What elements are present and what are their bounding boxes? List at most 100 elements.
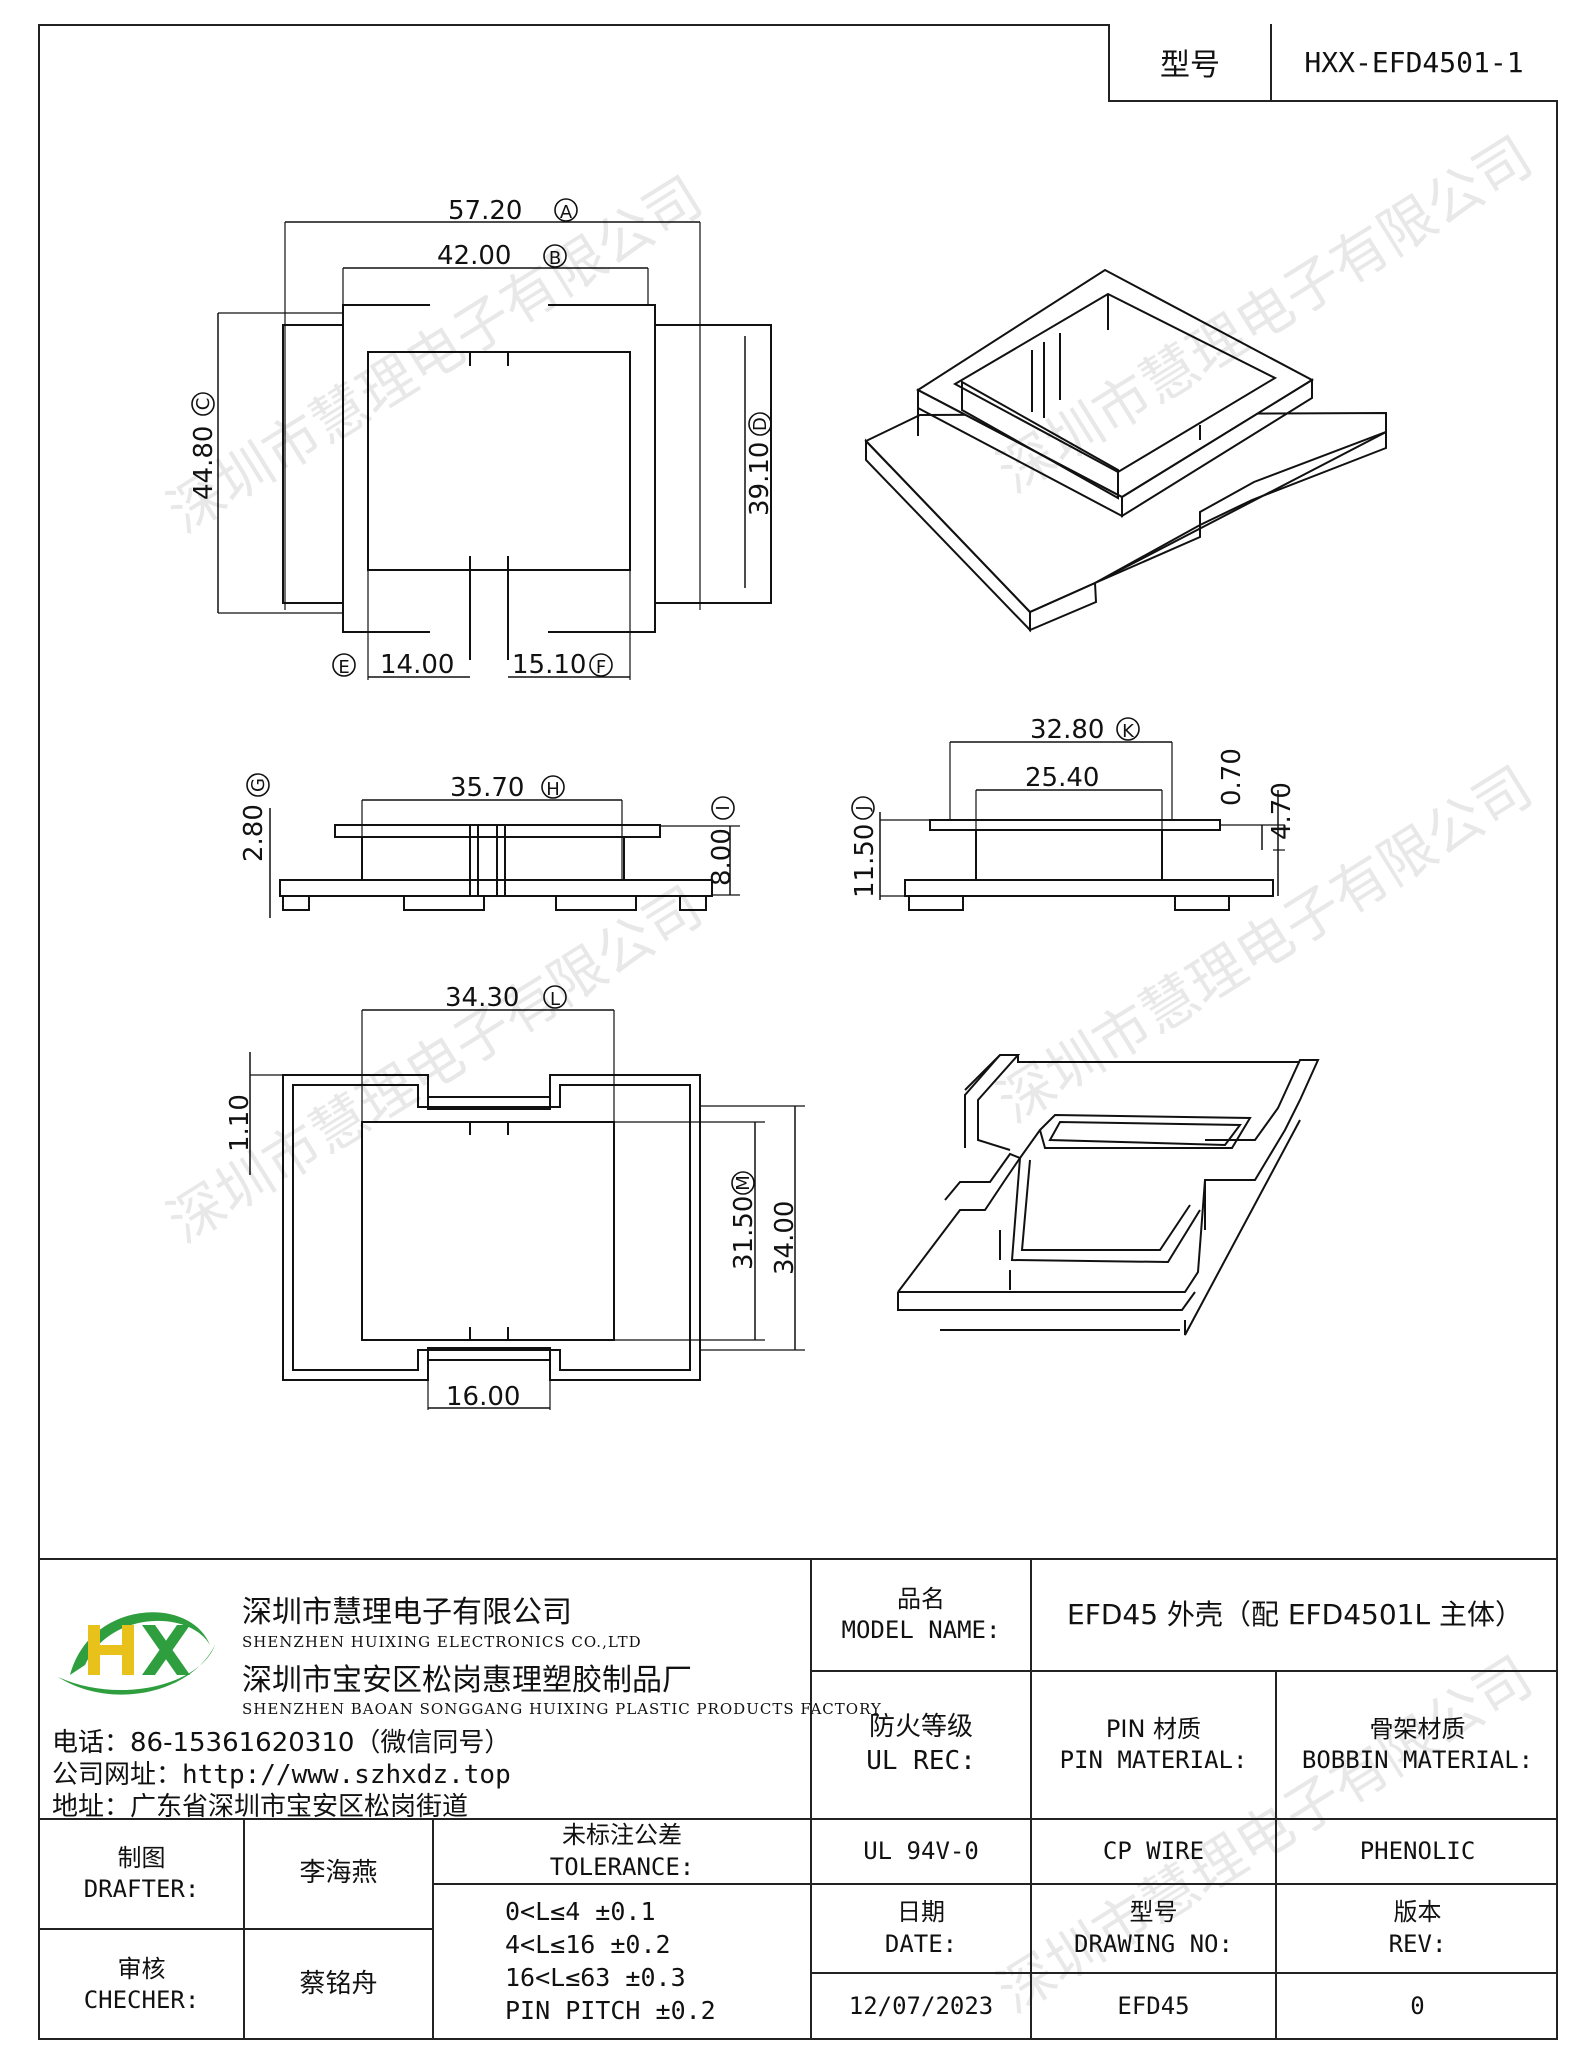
tolerance-label: 未标注公差 TOLERANCE: [434, 1820, 810, 1883]
company-website: 公司网址：http://www.szhxdz.top [52, 1760, 511, 1790]
company-name-cn: 深圳市慧理电子有限公司 [242, 1595, 572, 1630]
date-value: 12/07/2023 [848, 1992, 994, 2021]
ul-rec-label-en: UL REC: [866, 1746, 976, 1776]
label-m: M [733, 1175, 754, 1191]
bobbin-material-label: 骨架材质 BOBBIN MATERIAL: [1277, 1672, 1558, 1818]
company-phone: 电话：86-15361620310（微信同号） [52, 1728, 511, 1758]
tb-top-line [38, 1558, 1558, 1560]
isometric-view-bottom [897, 1050, 1320, 1336]
ul-rec-label-cn: 防火等级 [868, 1712, 973, 1743]
drawing-sheet-border [38, 24, 1558, 2040]
tb-vline-3 [1275, 1672, 1277, 2040]
dim-k3: 0.70 [1217, 748, 1247, 806]
dim-h: 35.70 [450, 773, 524, 803]
dim-l: 34.30 [445, 983, 519, 1013]
date-label: 日期 DATE: [812, 1885, 1030, 1972]
dim-n: 16.00 [446, 1382, 520, 1412]
tb-hline-1 [810, 1670, 1558, 1672]
dim-b: 42.00 [437, 241, 511, 271]
date-label-en: DATE: [884, 1929, 958, 1958]
front-view: 35.70 H 2.80 G 8.00 I [239, 773, 740, 918]
checker-label-en: CHECHER: [83, 1986, 200, 2014]
label-i: I [713, 805, 734, 810]
tolerance-line: PIN PITCH ±0.2 [505, 1996, 716, 2025]
factory-name-cn: 深圳市宝安区松岗惠理塑胶制品厂 [242, 1663, 692, 1698]
model-name-label-en: MODEL NAME: [841, 1616, 1001, 1644]
bobbin-material-label-en: BOBBIN MATERIAL: [1301, 1746, 1534, 1774]
bottom-view: 34.30 L 1.10 31.50 M 34.00 16.00 [225, 983, 805, 1412]
drafter-label-cn: 制图 [117, 1843, 166, 1872]
ul-rec-value: UL 94V-0 [863, 1836, 979, 1865]
dim-l2: 1.10 [225, 1094, 255, 1152]
dim-i: 8.00 [707, 828, 737, 886]
label-l: L [550, 989, 560, 1010]
checker-label: 审核 CHECHER: [40, 1930, 243, 2040]
pin-material-label: PIN 材质 PIN MATERIAL: [1032, 1672, 1275, 1818]
label-d: D [750, 417, 771, 431]
side-view: 32.80 K 25.40 0.70 4.70 11.50 J [850, 715, 1297, 911]
label-e: E [338, 657, 349, 678]
label-c: C [193, 398, 214, 411]
top-view-window [367, 351, 631, 571]
label-b: B [549, 248, 561, 269]
rev-value: 0 [1410, 1992, 1425, 2021]
tb-vline-mid [810, 1558, 812, 2040]
rev-label: 版本 REV: [1277, 1885, 1558, 1972]
dim-j: 11.50 [850, 824, 880, 898]
tolerance-label-en: TOLERANCE: [549, 1852, 695, 1881]
isometric-view-top [864, 268, 1387, 633]
dim-d: 39.10 [745, 442, 775, 516]
company-name-en: SHENZHEN HUIXING ELECTRONICS CO.,LTD [242, 1633, 642, 1651]
label-h: H [546, 779, 560, 800]
dim-k: 32.80 [1030, 715, 1104, 745]
top-view: 57.20 A 42.00 B 44.80 C 39.10 D E 14.00 … [189, 196, 775, 680]
model-header-label: 型号 [1110, 24, 1272, 100]
date-label-cn: 日期 [897, 1898, 945, 1927]
checker-label-cn: 审核 [117, 1954, 166, 1983]
label-a: A [560, 202, 573, 223]
drafter-label: 制图 DRAFTER: [40, 1820, 243, 1928]
tolerance-line: 16<L≤63 ±0.3 [505, 1963, 686, 1992]
ul-rec-label: 防火等级 UL REC: [812, 1672, 1030, 1818]
drawing-no-label-en: DRAWING NO: [1074, 1929, 1233, 1958]
side-base [904, 879, 1274, 897]
tolerance-line: 0<L≤4 ±0.1 [505, 1897, 656, 1926]
drawing-no-label: 型号 DRAWING NO: [1032, 1885, 1275, 1972]
label-f: F [596, 657, 606, 678]
model-name-label-cn: 品名 [897, 1584, 945, 1613]
dim-k2: 25.40 [1025, 763, 1099, 793]
tb-hline-2 [38, 1818, 1558, 1820]
tb-hline-drafter [38, 1928, 432, 1930]
label-j: J [853, 805, 874, 811]
dim-m2: 34.00 [770, 1201, 800, 1275]
model-name-value: EFD45 外壳（配 EFD4501L 主体） [1067, 1597, 1523, 1631]
model-header-value: HXX-EFD4501-1 [1304, 45, 1524, 79]
tb-hline-tol [432, 1883, 810, 1885]
label-g: G [248, 778, 269, 792]
dim-c: 44.80 [189, 426, 219, 500]
drawing-no-value: EFD45 [1117, 1992, 1190, 2021]
drafter-label-en: DRAFTER: [83, 1875, 200, 1903]
dim-k4: 4.70 [1267, 782, 1297, 840]
dim-m: 31.50 [729, 1196, 759, 1270]
pin-material-value: CP WIRE [1102, 1836, 1205, 1865]
tb-hline-3 [810, 1883, 1558, 1885]
dim-g: 2.80 [239, 804, 269, 862]
pin-material-label-en: PIN MATERIAL: [1059, 1746, 1248, 1774]
tb-hline-4 [810, 1972, 1558, 1974]
bobbin-material-value: PHENOLIC [1359, 1836, 1476, 1865]
side-flange [929, 819, 1221, 831]
rev-label-en: REV: [1388, 1929, 1447, 1958]
checker-value: 蔡铭舟 [299, 1969, 378, 2000]
factory-name-en: SHENZHEN BAOAN SONGGANG HUIXING PLASTIC … [242, 1700, 882, 1718]
rev-label-cn: 版本 [1393, 1898, 1442, 1927]
dim-a: 57.20 [448, 196, 522, 226]
tb-vline-tol [432, 1818, 434, 2040]
company-address: 地址：广东省深圳市宝安区松岗街道 [52, 1792, 469, 1822]
bobbin-material-label-cn: 骨架材质 [1369, 1714, 1466, 1743]
drawing-no-label-cn: 型号 [1129, 1898, 1178, 1927]
model-name-label: 品名 MODEL NAME: [812, 1560, 1030, 1670]
tolerance-label-cn: 未标注公差 [562, 1821, 682, 1850]
pin-material-label-cn: PIN 材质 [1105, 1714, 1202, 1743]
